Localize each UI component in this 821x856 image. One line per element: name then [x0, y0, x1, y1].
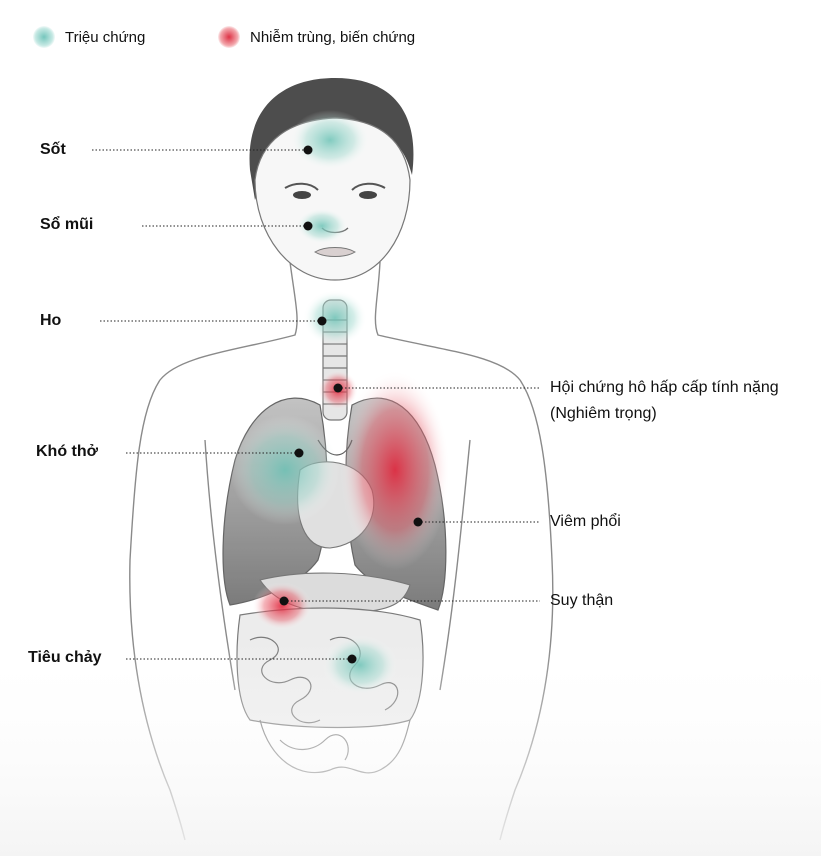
legend-infection-label: Nhiễm trùng, biến chứng — [250, 28, 416, 46]
label-breathing: Khó thở — [36, 443, 99, 460]
legend-infection: Nhiễm trùng, biến chứng — [218, 26, 415, 48]
pneumonia-marker — [413, 517, 423, 527]
runny-nose-marker — [303, 221, 313, 231]
label-diarrhea: Tiêu chảy — [28, 649, 102, 666]
ards-marker — [333, 383, 343, 393]
label-ards-line1: Hội chứng hô hấp cấp tính nặng — [550, 379, 779, 396]
diarrhea-marker — [347, 654, 357, 664]
legend-symptom: Triệu chứng — [33, 26, 145, 48]
infection-highlights — [252, 370, 450, 630]
kidney-marker — [279, 596, 289, 606]
label-ards-line2: (Nghiêm trọng) — [550, 405, 657, 422]
symptom-swatch-icon — [33, 26, 55, 48]
head — [249, 78, 414, 281]
fever-marker — [303, 145, 313, 155]
cough-marker — [317, 316, 327, 326]
label-pneumonia: Viêm phổi — [550, 513, 621, 530]
label-runny-nose: Sổ mũi — [40, 216, 94, 233]
breathing-marker — [294, 448, 304, 458]
symptom-highlights — [230, 110, 398, 695]
legend-symptom-label: Triệu chứng — [65, 28, 146, 46]
label-fever: Sốt — [40, 141, 66, 158]
infection-swatch-icon — [218, 26, 240, 48]
label-cough: Ho — [40, 312, 62, 329]
label-kidney: Suy thận — [550, 592, 614, 609]
leader-lines — [92, 149, 540, 660]
